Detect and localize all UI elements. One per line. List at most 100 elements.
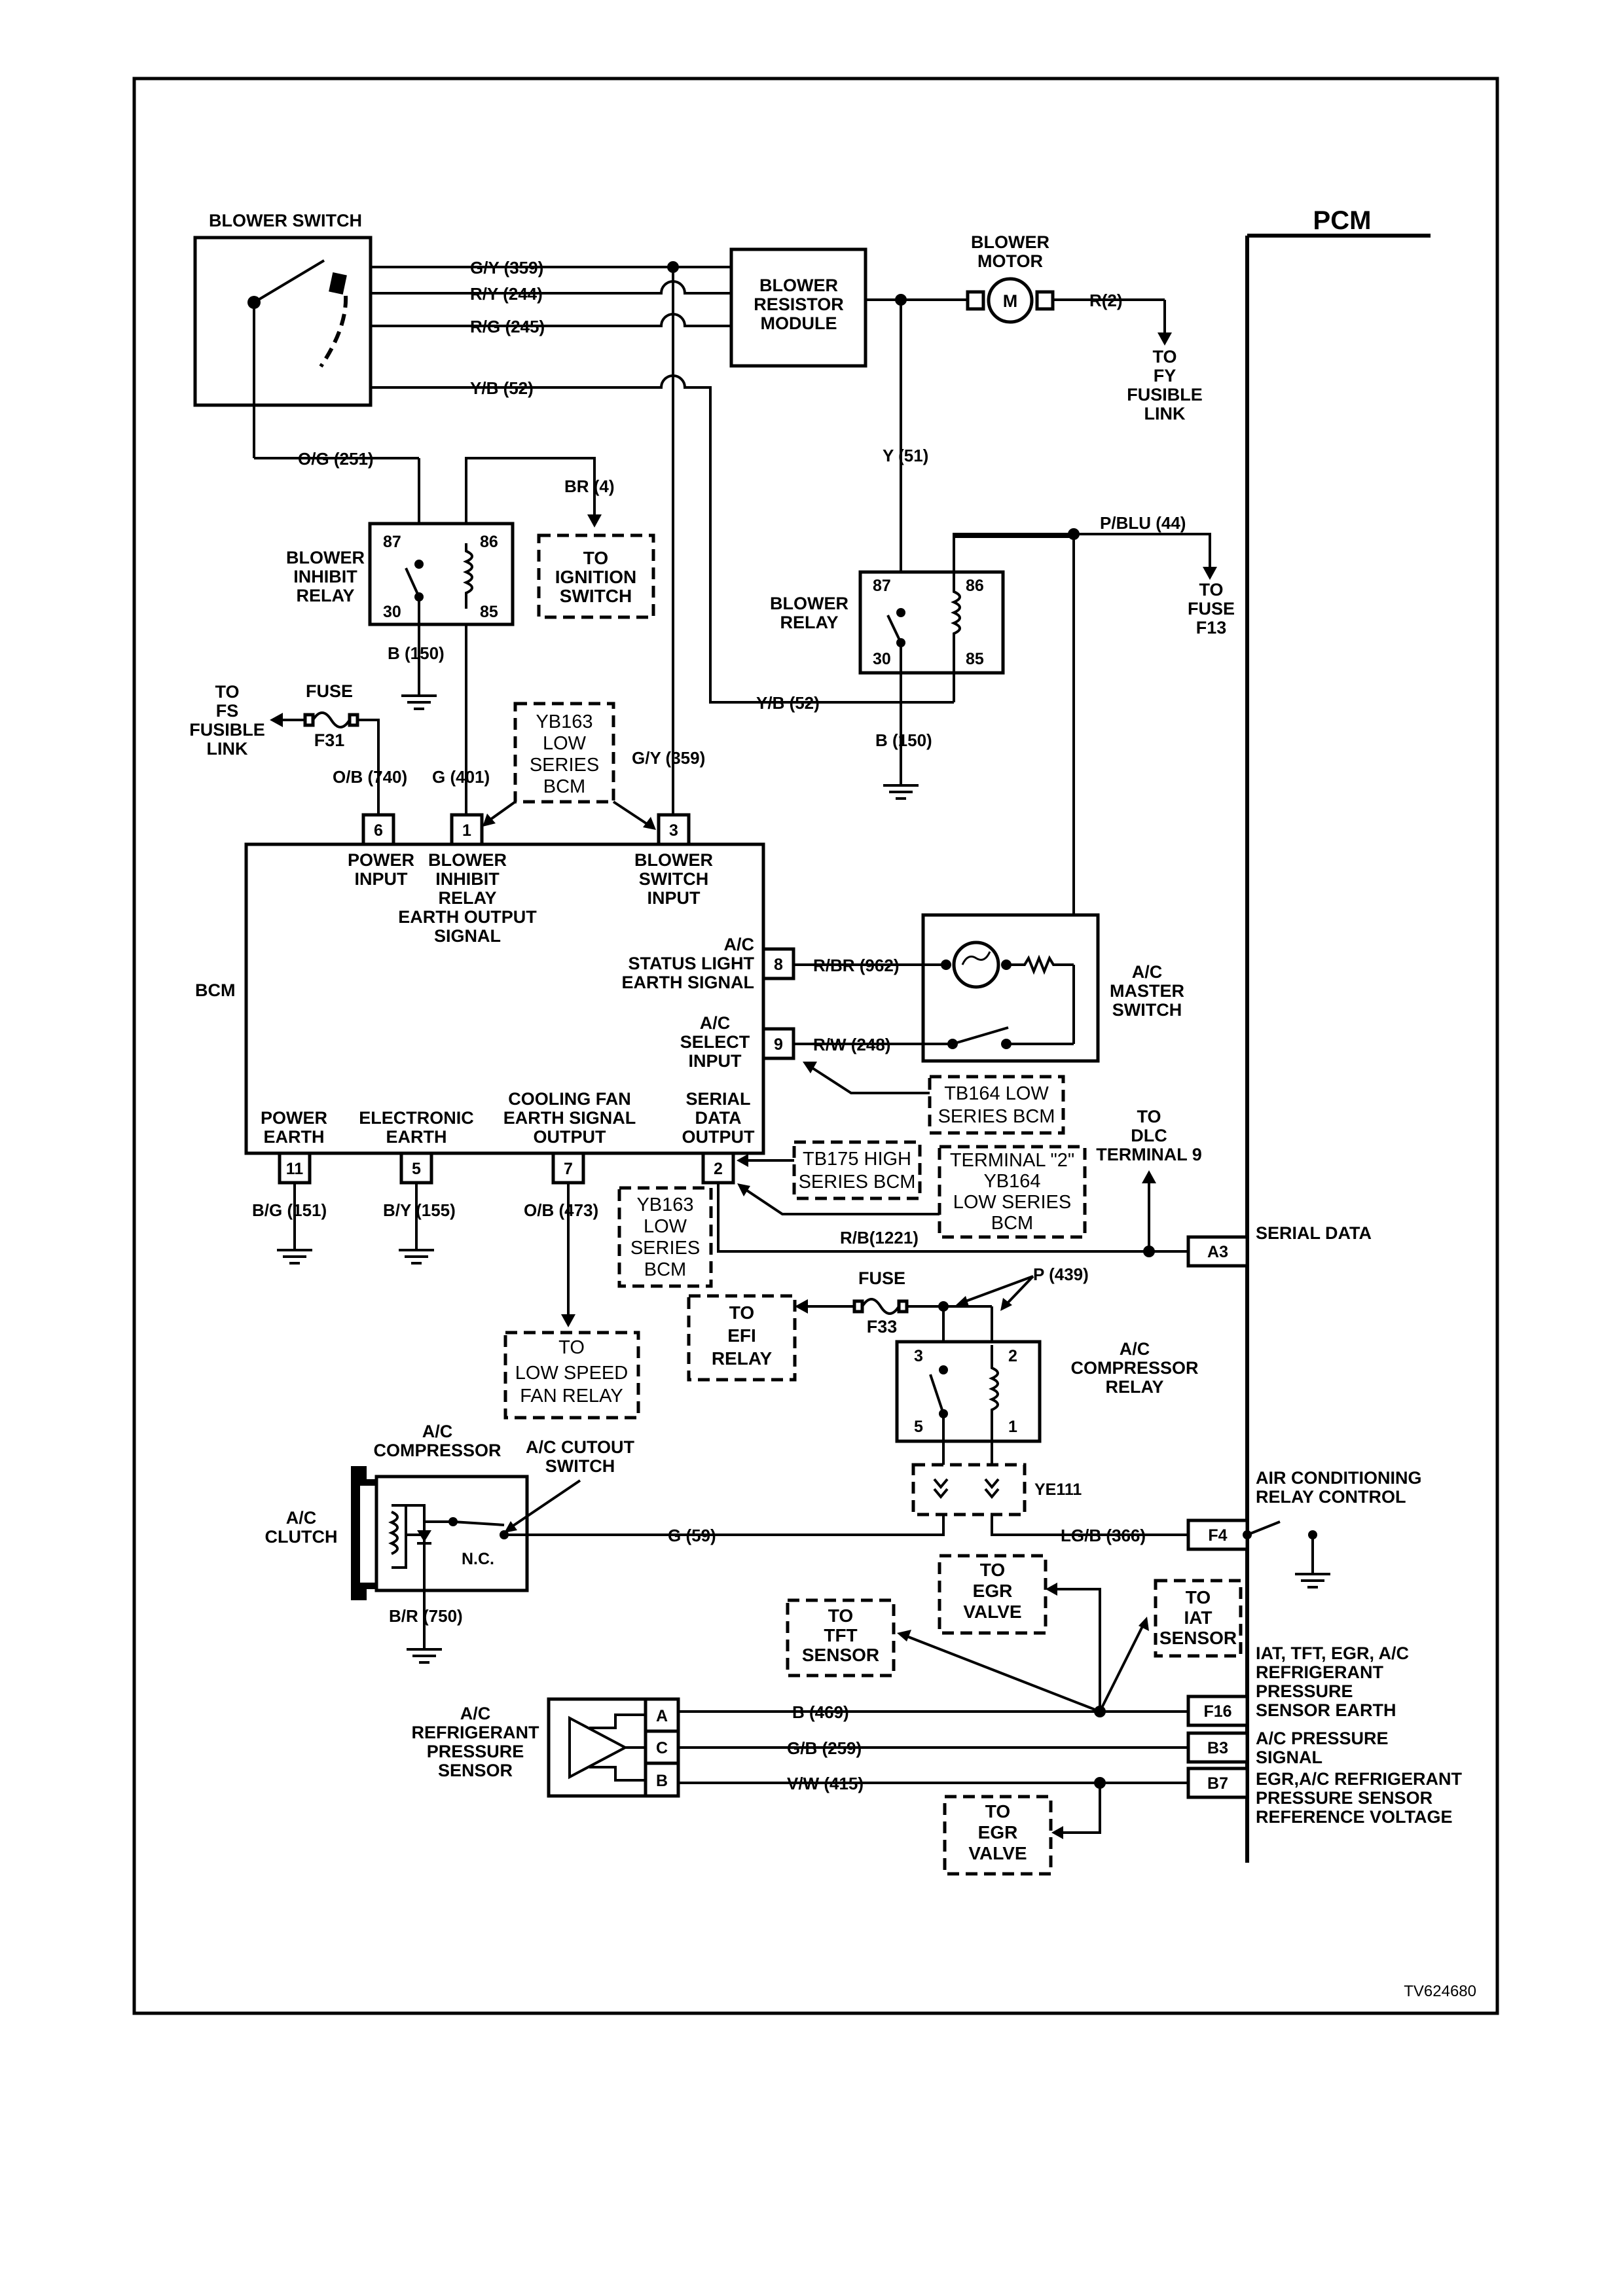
wire-lgb366: LG/B (366) (1061, 1526, 1146, 1545)
svg-text:TO: TO (558, 1337, 585, 1358)
svg-text:IAT, TFT, EGR, A/C: IAT, TFT, EGR, A/C (1256, 1643, 1409, 1663)
pcm-title: PCM (1313, 206, 1372, 235)
bcm-label: BCM (195, 980, 236, 1000)
svg-text:86: 86 (966, 577, 984, 595)
svg-text:A/C: A/C (422, 1422, 453, 1441)
ac-master-switch: R/BR (962) R/W (248) A/C MASTER SWITCH (793, 913, 1184, 1063)
svg-text:BCM: BCM (644, 1259, 686, 1280)
svg-text:87: 87 (383, 533, 401, 551)
svg-text:TERMINAL "2": TERMINAL "2" (950, 1150, 1074, 1171)
svg-text:11: 11 (286, 1160, 304, 1178)
svg-text:SERIES BCM: SERIES BCM (799, 1172, 916, 1193)
svg-text:FUSIBLE: FUSIBLE (189, 720, 265, 740)
svg-text:INPUT: INPUT (647, 888, 701, 908)
svg-text:SWITCH: SWITCH (560, 586, 632, 606)
diagram-id: TV624680 (1404, 1982, 1476, 2000)
svg-text:SWITCH: SWITCH (545, 1456, 615, 1476)
svg-text:87: 87 (873, 577, 891, 595)
svg-text:F16: F16 (1203, 1702, 1231, 1721)
svg-text:1: 1 (462, 821, 471, 840)
svg-text:RELAY: RELAY (438, 888, 496, 908)
wire-og251: O/G (251) (298, 449, 374, 469)
svg-text:EGR: EGR (973, 1581, 1013, 1601)
svg-text:2: 2 (714, 1160, 723, 1178)
svg-text:IAT: IAT (1184, 1607, 1212, 1628)
svg-text:POWER: POWER (348, 850, 414, 870)
bcm-module: BCM 6 1 3 POWER INPUT BLOWER INHIBIT REL… (195, 813, 795, 1185)
svg-text:TO: TO (1152, 347, 1176, 367)
to-egr-valve-2: TO EGR VALVE (943, 1795, 1053, 1876)
svg-text:TO: TO (1186, 1587, 1211, 1607)
svg-text:BLOWER: BLOWER (759, 276, 838, 295)
svg-text:VALVE: VALVE (963, 1602, 1021, 1622)
svg-text:RELAY: RELAY (296, 586, 354, 605)
wire-g401: G (401) (432, 767, 490, 787)
svg-text:EARTH SIGNAL: EARTH SIGNAL (622, 973, 755, 992)
wire-y51: Y (51) (883, 446, 928, 465)
svg-text:TO: TO (583, 548, 608, 568)
svg-text:TERMINAL 9: TERMINAL 9 (1096, 1145, 1202, 1164)
svg-text:SENSOR EARTH: SENSOR EARTH (1256, 1700, 1396, 1720)
fuse-f33-circuit: FUSE F33 P (439) (807, 1265, 1089, 1345)
svg-text:TO: TO (980, 1560, 1005, 1580)
svg-text:TO: TO (729, 1302, 754, 1323)
pblu-wire: P/BLU (44) TO FUSE F13 (953, 513, 1235, 966)
svg-text:PRESSURE: PRESSURE (427, 1742, 524, 1761)
svg-text:EGR,A/C REFRIGERANT: EGR,A/C REFRIGERANT (1256, 1769, 1463, 1789)
blower-resistor-module: BLOWER RESISTOR MODULE (729, 247, 968, 579)
svg-text:SERIAL DATA: SERIAL DATA (1256, 1223, 1372, 1243)
svg-text:OUTPUT: OUTPUT (682, 1127, 756, 1147)
svg-text:REFERENCE VOLTAGE: REFERENCE VOLTAGE (1256, 1807, 1453, 1827)
svg-text:BLOWER: BLOWER (286, 548, 365, 567)
svg-text:C: C (656, 1739, 668, 1757)
svg-text:6: 6 (374, 821, 383, 840)
svg-text:INPUT: INPUT (689, 1051, 742, 1071)
ac-compressor-relay: 3 2 5 1 A/C COMPRESSOR RELAY (895, 1339, 1199, 1460)
to-tft-sensor: TO TFT SENSOR (786, 1598, 1101, 1713)
svg-text:2: 2 (1008, 1347, 1017, 1365)
svg-text:FY: FY (1154, 366, 1176, 386)
tb175: TB175 HIGH SERIES BCM (737, 1140, 922, 1200)
wire-ry244: R/Y (244) (470, 284, 543, 304)
fuse-f33-label: FUSE (858, 1268, 905, 1288)
blower-switch-label: BLOWER SWITCH (209, 211, 362, 230)
svg-text:SENSOR: SENSOR (802, 1645, 879, 1665)
wire-p439: P (439) (1033, 1265, 1089, 1284)
svg-text:7: 7 (564, 1160, 573, 1178)
svg-text:RELAY: RELAY (780, 613, 838, 632)
svg-text:B3: B3 (1207, 1739, 1228, 1757)
svg-text:VALVE: VALVE (968, 1843, 1027, 1863)
svg-text:BLOWER: BLOWER (971, 232, 1049, 252)
svg-text:BLOWER: BLOWER (770, 594, 848, 613)
svg-text:A: A (656, 1707, 668, 1725)
svg-text:LOW SERIES: LOW SERIES (953, 1192, 1072, 1213)
to-dlc: TO DLC TERMINAL 9 (1096, 1107, 1202, 1251)
svg-text:5: 5 (412, 1160, 421, 1178)
wire-gy359b: G/Y (359) (632, 748, 705, 768)
svg-text:A/C: A/C (1132, 962, 1163, 982)
svg-text:EFI: EFI (727, 1325, 756, 1346)
yb163-top: YB163 LOW SERIES BCM (483, 702, 656, 830)
blower-relay: Y (51) BLOWER RELAY 87 86 30 85 Y/B (52)… (756, 446, 1005, 800)
wire-gy359: G/Y (359) (470, 258, 543, 278)
svg-text:REFRIGERANT: REFRIGERANT (412, 1723, 540, 1742)
svg-text:MOTOR: MOTOR (977, 251, 1043, 271)
svg-text:30: 30 (873, 650, 891, 668)
svg-text:SERIES: SERIES (530, 755, 599, 776)
svg-text:SENSOR: SENSOR (1159, 1628, 1237, 1648)
svg-text:INHIBIT: INHIBIT (293, 567, 357, 586)
svg-text:RELAY CONTROL: RELAY CONTROL (1256, 1487, 1406, 1507)
fuse-f31-label: FUSE (306, 681, 353, 701)
svg-text:TO: TO (1199, 580, 1223, 600)
svg-text:BLOWER: BLOWER (634, 850, 713, 870)
wire-ob740: O/B (740) (333, 767, 407, 787)
svg-text:SWITCH: SWITCH (1112, 1000, 1182, 1020)
svg-text:A/C: A/C (700, 1013, 731, 1033)
svg-text:TO: TO (985, 1801, 1010, 1821)
svg-text:MODULE: MODULE (761, 314, 837, 333)
svg-text:F13: F13 (1196, 618, 1227, 637)
wire-rw248: R/W (248) (813, 1035, 890, 1054)
svg-text:CLUTCH: CLUTCH (265, 1527, 338, 1547)
svg-text:SERIES BCM: SERIES BCM (938, 1106, 1055, 1127)
